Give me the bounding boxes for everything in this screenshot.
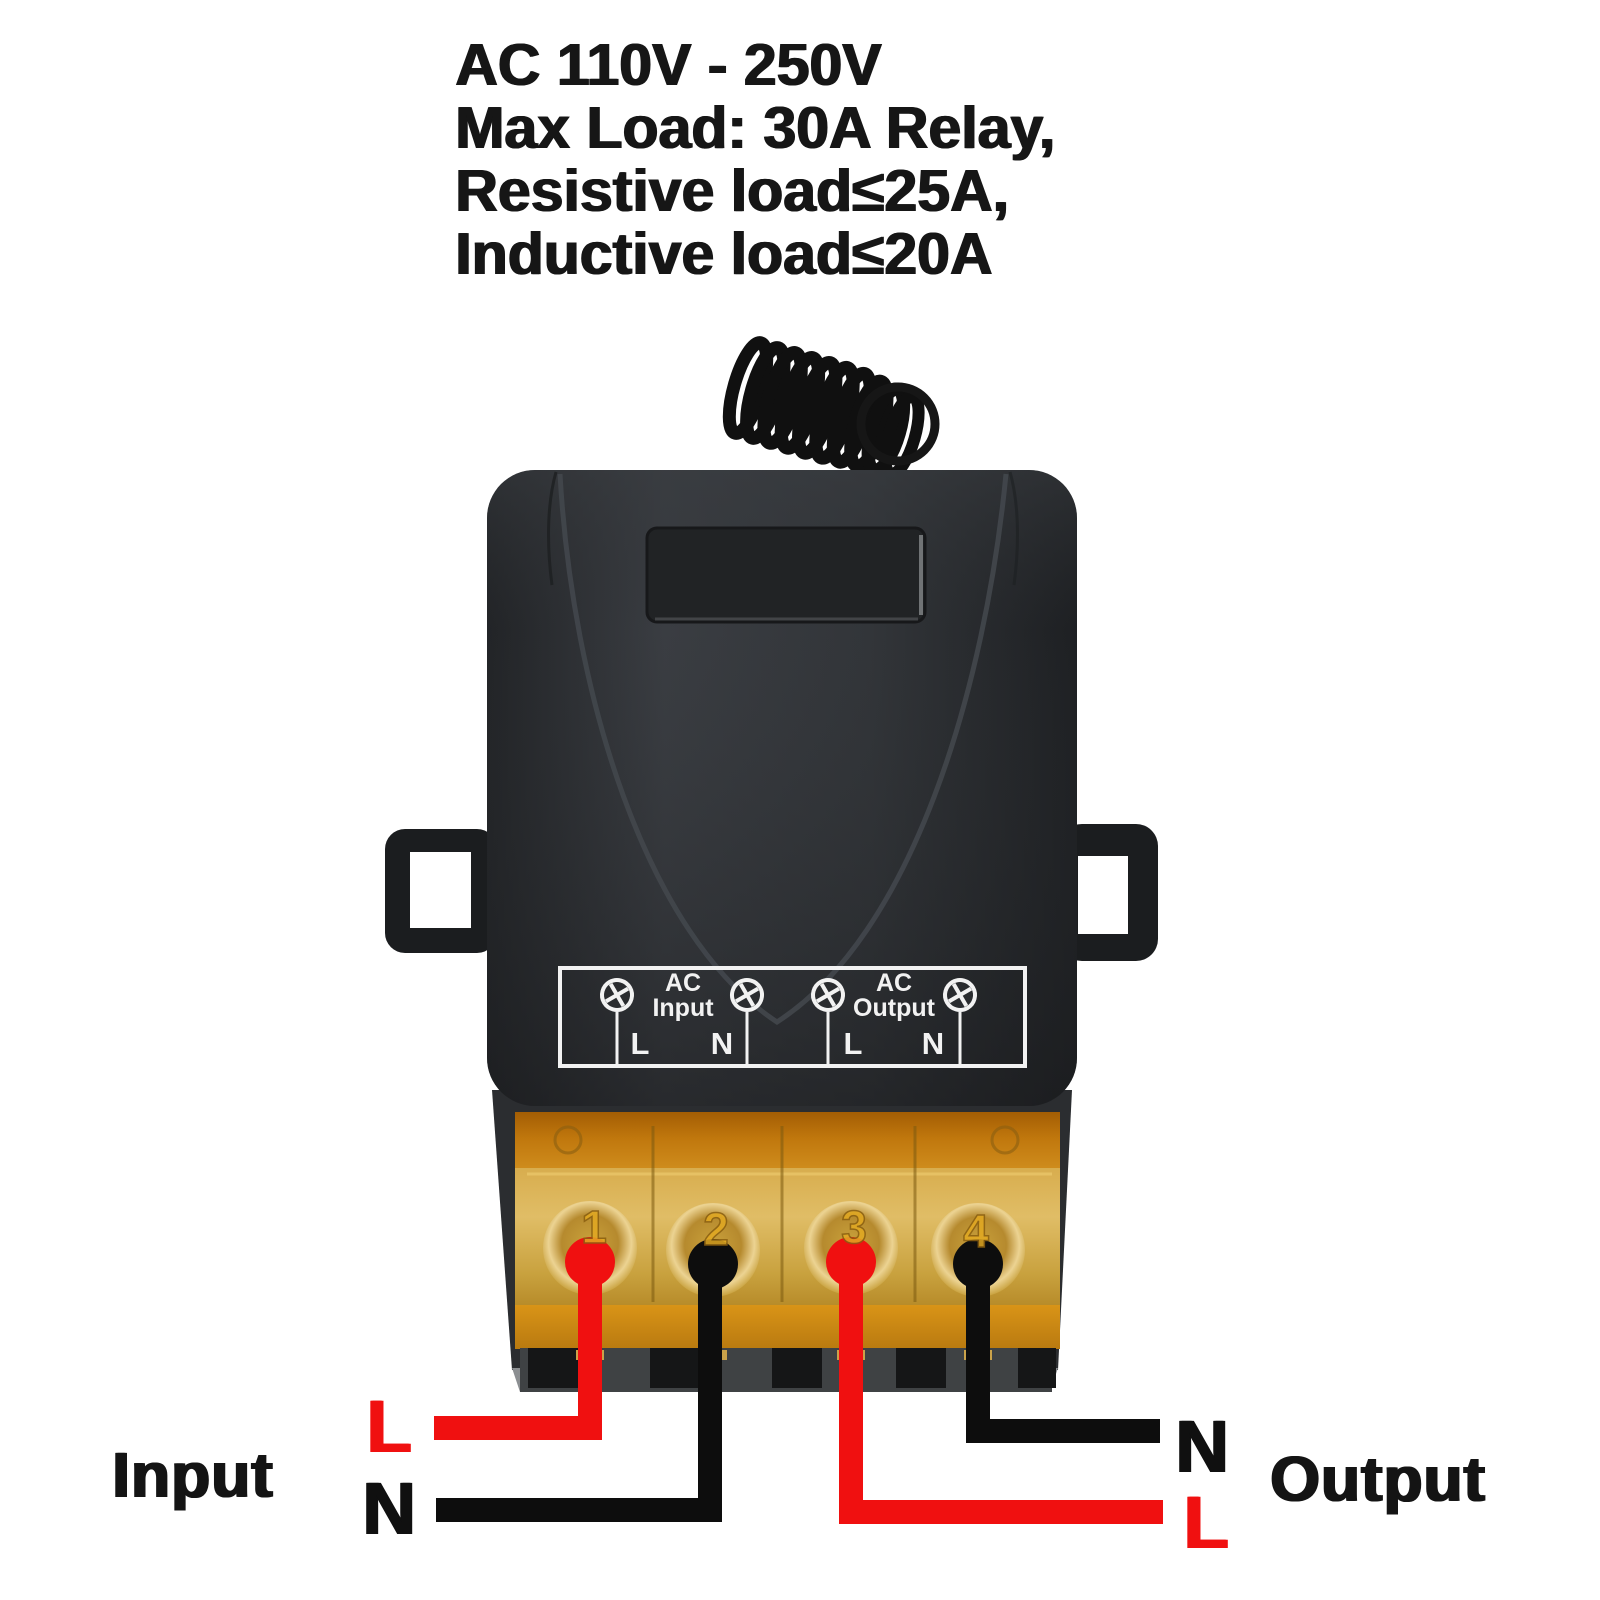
input-neutral-letter: N: [362, 1467, 416, 1550]
spec-line-maxload: Max Load: 30A Relay,: [455, 95, 1056, 161]
terminal-number-2: 2: [702, 1202, 729, 1256]
wire-input-live: [434, 1237, 615, 1440]
screw-icon: [730, 978, 764, 1012]
panel-output-neutral-label: N: [921, 1026, 945, 1061]
antenna-tail-loop: [856, 382, 940, 466]
panel-input-neutral-label: N: [710, 1026, 734, 1061]
panel-ac-output-line1: AC: [875, 969, 913, 997]
spec-line-inductive: Inductive load≤20A: [455, 221, 993, 287]
case-groove: [557, 473, 1009, 1025]
panel-input-live-label: L: [630, 1026, 650, 1061]
panel-ac-output-line2: Output: [853, 994, 935, 1022]
terminal-number-4: 4: [962, 1204, 989, 1258]
antenna-coil: [722, 336, 925, 480]
mounting-ear-left: [385, 829, 497, 953]
output-neutral-letter: N: [1175, 1405, 1229, 1488]
spec-text: AC 110V - 250V Max Load: 30A Relay, Resi…: [455, 34, 1055, 286]
panel-ac-input-line2: Input: [652, 994, 714, 1022]
terminal-number-3: 3: [840, 1200, 867, 1254]
panel-ac-input-line1: AC: [664, 969, 702, 997]
output-label: Output: [1270, 1443, 1486, 1515]
spec-line-resistive: Resistive load≤25A,: [455, 158, 1009, 224]
input-label: Input: [112, 1439, 274, 1511]
screw-icon: [943, 978, 977, 1012]
output-live-letter: L: [1183, 1481, 1229, 1564]
spec-line-voltage: AC 110V - 250V: [455, 32, 882, 98]
wire-output-live: [826, 1237, 1163, 1524]
wire-input-neutral: [436, 1239, 738, 1522]
mounting-ear-right: [1060, 824, 1158, 961]
device-body: [487, 470, 1077, 1106]
terminal-number-1: 1: [580, 1200, 607, 1254]
recessed-window: [645, 526, 927, 624]
terminal-label-panel: [558, 966, 1027, 1068]
panel-output-live-label: L: [843, 1026, 863, 1061]
wire-output-neutral: [953, 1239, 1160, 1443]
screw-icon: [600, 978, 634, 1012]
input-live-letter: L: [366, 1385, 412, 1468]
screw-icon: [811, 978, 845, 1012]
